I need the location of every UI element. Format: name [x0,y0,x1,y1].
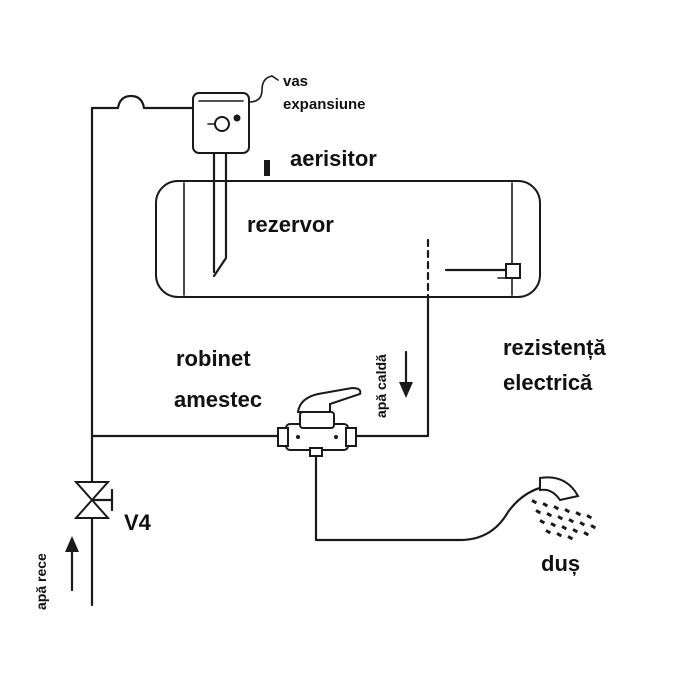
label-dus: duș [541,551,580,576]
label-rezistenta-line2: electrică [503,370,593,395]
cold-water-arrow [65,536,79,592]
label-robinet-line2: amestec [174,387,262,412]
label-rezervor: rezervor [247,212,334,237]
electric-heating-element [444,263,521,279]
mixing-valve [277,386,362,457]
shower-head [531,476,597,541]
air-vent [264,160,270,176]
label-aerisitor: aerisitor [290,146,377,171]
shower-pipe [314,454,550,542]
label-vas-line2: expansiune [283,96,366,113]
label-vas-line1: vas [283,73,308,90]
label-rezistenta-line1: rezistență [503,335,606,360]
label-v4: V4 [124,510,152,535]
label-robinet-line1: robinet [176,346,251,371]
hot-water-outlet-pipe [348,238,430,438]
label-apa-calda: apă caldă [373,354,389,418]
hot-water-arrow [399,350,413,398]
cold-water-pipe [90,94,200,607]
label-apa-rece: apă rece [33,553,49,610]
expansion-vessel [192,75,279,278]
valve-v4 [73,481,114,519]
